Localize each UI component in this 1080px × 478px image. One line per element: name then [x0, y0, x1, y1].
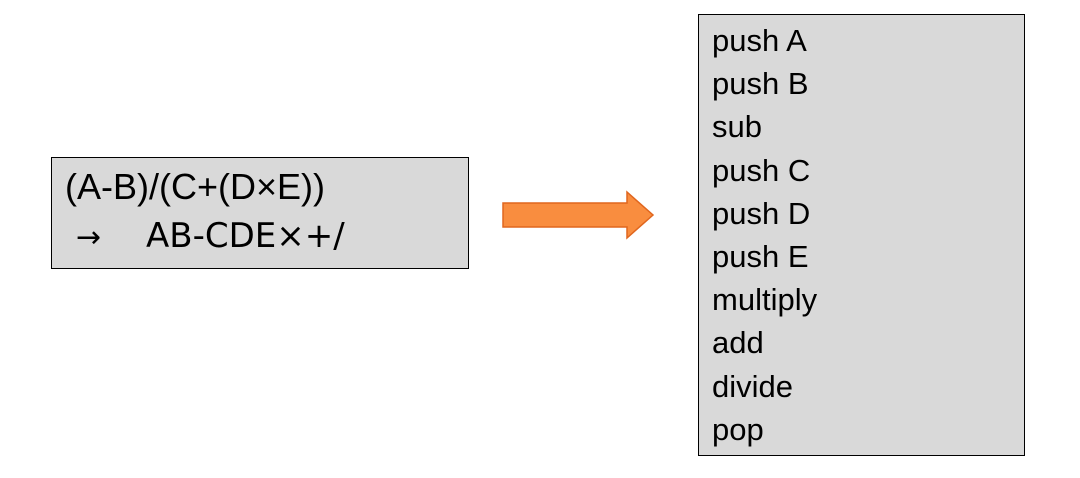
- expression-box: (A-B)/(C+(D×E)) → AB-CDE×+/: [51, 157, 469, 269]
- code-line-push-b: push B: [712, 66, 809, 102]
- code-line-pop: pop: [712, 411, 764, 447]
- code-line-multiply: multiply: [712, 282, 818, 318]
- code-line-push-e: push E: [712, 239, 809, 275]
- code-line-add: add: [712, 325, 764, 361]
- conversion-arrow: [502, 190, 655, 240]
- code-line-push-a: push A: [712, 23, 807, 58]
- code-line-divide: divide: [712, 368, 793, 404]
- code-line-push-c: push C: [712, 152, 811, 188]
- code-line-push-d: push D: [712, 195, 811, 231]
- stack-code-box: push A push B sub push C push D push E m…: [698, 14, 1025, 456]
- infix-expression: (A-B)/(C+(D×E)): [65, 166, 325, 207]
- postfix-expression: AB-CDE×+/: [146, 216, 345, 256]
- conversion-arrow-shape: [502, 190, 655, 240]
- code-line-sub: sub: [712, 109, 762, 145]
- right-arrow-icon: →: [76, 220, 102, 255]
- postfix-row: → AB-CDE×+/: [76, 215, 345, 259]
- expression-overline: [64, 157, 400, 158]
